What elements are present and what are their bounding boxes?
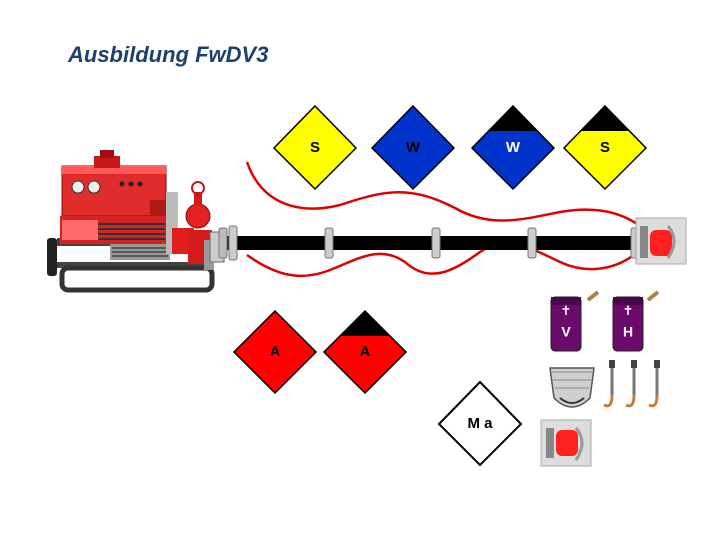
position-label: S bbox=[310, 139, 320, 156]
position-label: S bbox=[600, 139, 610, 156]
cross-icon: ✝ bbox=[623, 303, 634, 318]
bag-label: H bbox=[623, 324, 633, 340]
hook-icon bbox=[603, 360, 660, 408]
coupling-icon bbox=[635, 217, 687, 265]
nozzle-icon bbox=[540, 419, 592, 467]
bag-label: V bbox=[561, 324, 571, 340]
strainer-icon bbox=[549, 367, 595, 408]
page-title: Ausbildung FwDV3 bbox=[68, 42, 269, 67]
position-label: A bbox=[360, 343, 371, 360]
position-label: M a bbox=[467, 415, 493, 432]
position-marker-ma-white: M a bbox=[437, 380, 523, 467]
position-marker-s-yellow: S bbox=[272, 104, 358, 191]
position-label: W bbox=[406, 139, 421, 156]
position-marker-w-blue: W bbox=[370, 104, 456, 191]
position-marker-s-yellow-black: S bbox=[562, 104, 648, 191]
fire-pump-icon bbox=[47, 150, 225, 293]
equipment-bag-v: ✝ V bbox=[550, 290, 600, 352]
position-marker-a-red-black: A bbox=[322, 309, 408, 395]
red-wave-line bbox=[245, 161, 641, 228]
red-wave-line bbox=[246, 242, 641, 278]
hose-icon bbox=[218, 225, 640, 261]
position-marker-a-red: A bbox=[232, 309, 318, 395]
position-marker-w-blue-black: W bbox=[470, 104, 556, 191]
cross-icon: ✝ bbox=[561, 303, 572, 318]
position-label: W bbox=[506, 139, 521, 156]
equipment-bag-h: ✝ H bbox=[612, 290, 660, 352]
position-label: A bbox=[270, 343, 281, 360]
